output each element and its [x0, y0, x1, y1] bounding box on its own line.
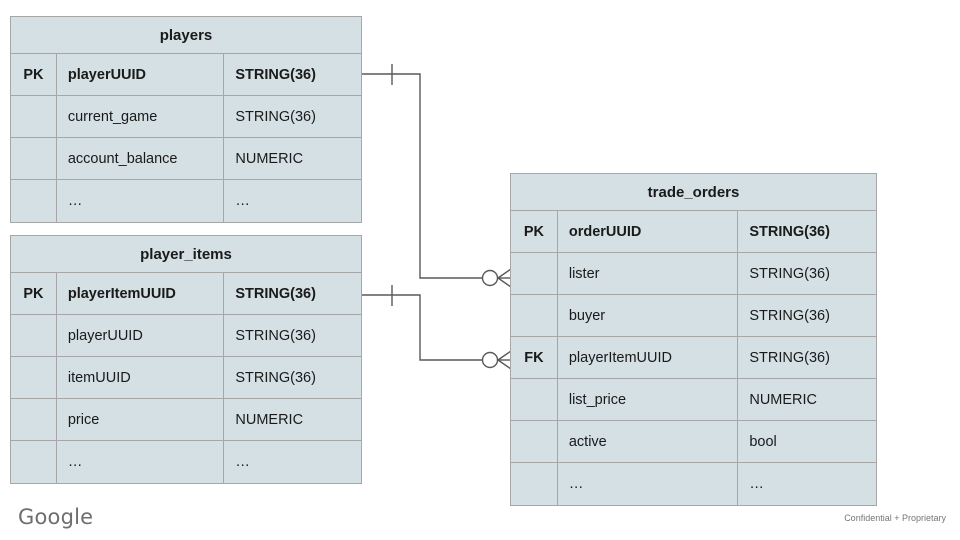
column-name: current_game: [57, 96, 225, 137]
column-name: orderUUID: [558, 211, 739, 252]
column-key: [511, 421, 558, 462]
column-type: STRING(36): [749, 265, 830, 282]
entity-row[interactable]: … …: [11, 180, 361, 222]
column-type: NUMERIC: [235, 150, 304, 167]
cardinality-zero-circle: [481, 351, 499, 369]
entity-row[interactable]: playerUUID STRING(36): [11, 315, 361, 357]
column-name: lister: [558, 253, 739, 294]
cardinality-zero-circle: [481, 269, 499, 287]
connector-line: [362, 294, 487, 361]
column-type: STRING(36): [235, 327, 316, 344]
column-name: …: [57, 441, 225, 483]
entity-row[interactable]: lister STRING(36): [511, 253, 876, 295]
entity-trade-orders[interactable]: trade_orders PK orderUUID STRING(36) lis…: [510, 173, 877, 506]
connector-line: [362, 73, 487, 279]
relationship-player-items-to-trade-orders: [362, 285, 512, 370]
entity-row[interactable]: itemUUID STRING(36): [11, 357, 361, 399]
relationship-players-to-trade-orders: [362, 64, 512, 288]
entity-row[interactable]: active bool: [511, 421, 876, 463]
column-key: [511, 295, 558, 336]
confidentiality-note: Confidential + Proprietary: [844, 513, 946, 523]
column-name: account_balance: [57, 138, 225, 179]
column-key: FK: [511, 337, 558, 378]
entity-row[interactable]: PK playerItemUUID STRING(36): [11, 273, 361, 315]
column-name: playerItemUUID: [57, 273, 225, 314]
entity-players[interactable]: players PK playerUUID STRING(36) current…: [10, 16, 362, 223]
entity-player-items[interactable]: player_items PK playerItemUUID STRING(36…: [10, 235, 362, 484]
column-type: STRING(36): [749, 223, 830, 240]
entity-row[interactable]: FK playerItemUUID STRING(36): [511, 337, 876, 379]
column-name: playerUUID: [57, 315, 225, 356]
column-key: [511, 253, 558, 294]
column-key: PK: [11, 273, 57, 314]
column-name: playerItemUUID: [558, 337, 739, 378]
column-key: [11, 315, 57, 356]
column-name: list_price: [558, 379, 739, 420]
column-key: [511, 379, 558, 420]
column-name: active: [558, 421, 739, 462]
column-type: bool: [749, 433, 777, 450]
column-key: [11, 138, 57, 179]
column-name: buyer: [558, 295, 739, 336]
column-type: STRING(36): [235, 369, 316, 386]
entity-title-players: players: [11, 17, 361, 54]
entity-row[interactable]: PK orderUUID STRING(36): [511, 211, 876, 253]
entity-row[interactable]: … …: [11, 441, 361, 483]
entity-title-trade-orders: trade_orders: [511, 174, 876, 211]
column-type: …: [235, 454, 250, 470]
column-type: STRING(36): [235, 285, 316, 302]
entity-row[interactable]: account_balance NUMERIC: [11, 138, 361, 180]
column-name: itemUUID: [57, 357, 225, 398]
entity-row[interactable]: list_price NUMERIC: [511, 379, 876, 421]
column-name: …: [57, 180, 225, 222]
column-name: …: [558, 463, 739, 505]
column-key: [511, 463, 558, 505]
column-type: …: [749, 476, 764, 492]
column-type: STRING(36): [235, 66, 316, 83]
column-key: [11, 441, 57, 483]
column-key: [11, 96, 57, 137]
column-key: PK: [11, 54, 57, 95]
column-type: NUMERIC: [235, 411, 304, 428]
column-key: PK: [511, 211, 558, 252]
column-type: NUMERIC: [749, 391, 818, 408]
entity-title-player-items: player_items: [11, 236, 361, 273]
column-key: [11, 399, 57, 440]
column-type: STRING(36): [235, 108, 316, 125]
column-type: …: [235, 193, 250, 209]
column-key: [11, 180, 57, 222]
column-name: playerUUID: [57, 54, 225, 95]
entity-row[interactable]: price NUMERIC: [11, 399, 361, 441]
google-logo: Google: [18, 505, 94, 529]
column-key: [11, 357, 57, 398]
entity-row[interactable]: … …: [511, 463, 876, 505]
column-name: price: [57, 399, 225, 440]
column-type: STRING(36): [749, 349, 830, 366]
entity-row[interactable]: buyer STRING(36): [511, 295, 876, 337]
entity-row[interactable]: current_game STRING(36): [11, 96, 361, 138]
entity-row[interactable]: PK playerUUID STRING(36): [11, 54, 361, 96]
column-type: STRING(36): [749, 307, 830, 324]
